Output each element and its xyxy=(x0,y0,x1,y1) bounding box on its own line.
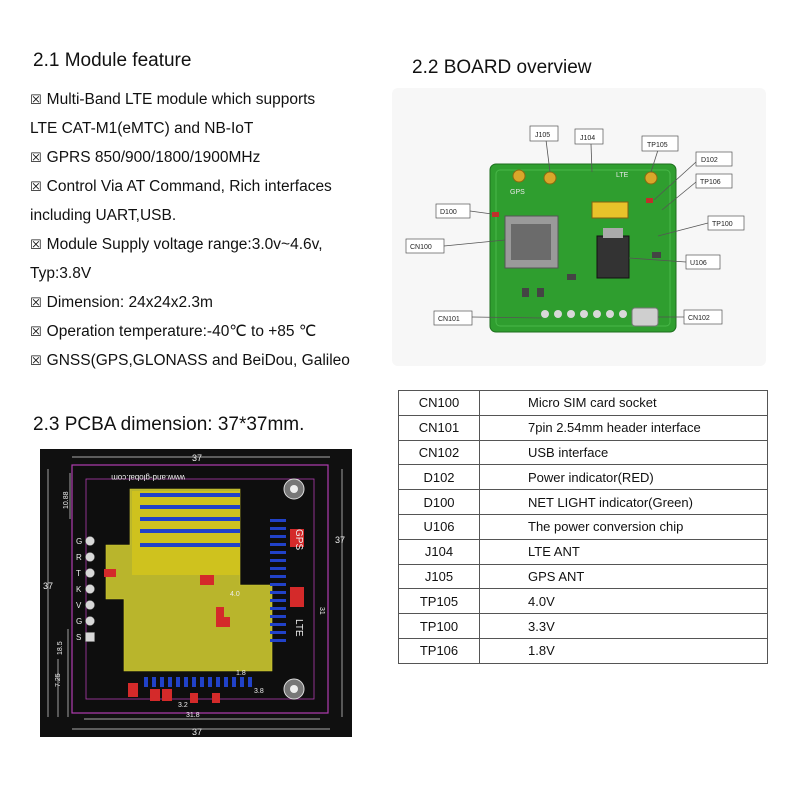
dim-bottom: 37 xyxy=(192,727,202,737)
dim-top: 37 xyxy=(192,453,202,463)
dim-7-25: 7.25 xyxy=(55,673,62,687)
dim-18-5: 18.5 xyxy=(57,641,64,655)
pcb-gps-label: GPS xyxy=(293,529,304,550)
checkbox-icon: ☒ xyxy=(30,296,42,311)
features-title: 2.1 Module feature xyxy=(33,50,192,71)
table-row: J105 GPS ANT xyxy=(398,563,768,590)
table-row: TP100 3.3V xyxy=(398,613,768,639)
gps-antenna-connector xyxy=(512,169,526,183)
callout-d102: D102 xyxy=(701,157,718,164)
dim-left: 37 xyxy=(43,581,53,591)
pin-label: S xyxy=(76,633,81,642)
dim-31: 31 xyxy=(318,607,325,615)
pcba-layout: G R T K V G S www.and-global.com GPS LTE… xyxy=(40,449,352,737)
board-overview-title: 2.2 BOARD overview xyxy=(412,57,592,78)
board-photo: GPS LTE xyxy=(405,125,745,333)
dim-4-0: 4.0 xyxy=(230,591,240,598)
pcba-drawing: G R T K V G S www.and-global.com GPS LTE… xyxy=(40,449,352,737)
capacitor xyxy=(591,201,629,219)
table-row: TP106 1.8V xyxy=(398,637,768,664)
pin-label: G xyxy=(76,617,82,626)
checkbox-icon: ☒ xyxy=(30,180,42,195)
dim-10-88: 10.88 xyxy=(63,491,70,509)
dim-3-2: 3.2 xyxy=(178,702,188,709)
callout-j104: J104 xyxy=(580,135,595,142)
gps-silk-label: GPS xyxy=(510,189,525,196)
pcb-url-text: www.and-global.com xyxy=(111,473,186,482)
callout-j105: J105 xyxy=(535,132,550,139)
pin-label: V xyxy=(76,601,82,610)
pcba-title: 2.3 PCBA dimension: 37*37mm. xyxy=(33,414,305,435)
feature-line: ☒GNSS(GPS,GLONASS and BeiDou, Galileo xyxy=(30,352,350,369)
feature-line: ☒Dimension: 24x24x2.3m xyxy=(30,294,213,311)
callout-cn102: CN102 xyxy=(688,315,710,322)
feature-line: ☒Control Via AT Command, Rich interfaces xyxy=(30,178,332,195)
feature-line: ☒Operation temperature:-40℃ to +85 ℃ xyxy=(30,323,317,340)
table-row: TP105 4.0V xyxy=(398,588,768,615)
lte-silk-label: LTE xyxy=(616,172,629,179)
table-row: J104 LTE ANT xyxy=(398,538,768,565)
callout-d100: D100 xyxy=(440,209,457,216)
dim-right: 37 xyxy=(335,535,345,545)
checkbox-icon: ☒ xyxy=(30,93,42,108)
lte-antenna-connector xyxy=(543,171,557,185)
pcb-lte-label: LTE xyxy=(293,619,304,637)
feature-line: Typ:3.8V xyxy=(30,265,92,282)
checkbox-icon: ☒ xyxy=(30,354,42,369)
feature-line: ☒GPRS 850/900/1800/1900MHz xyxy=(30,149,261,166)
callout-u106: U106 xyxy=(690,260,707,267)
feature-line: LTE CAT-M1(eMTC) and NB-IoT xyxy=(30,120,254,137)
pin-label: G xyxy=(76,537,82,546)
feature-line: ☒Module Supply voltage range:3.0v~4.6v, xyxy=(30,236,323,253)
usb-connector xyxy=(631,307,659,327)
feature-line: ☒Multi-Band LTE module which supports xyxy=(30,91,316,108)
callout-tp106: TP106 xyxy=(700,179,721,186)
dim-3-8: 3.8 xyxy=(254,688,264,695)
checkbox-icon: ☒ xyxy=(30,238,42,253)
callout-tp100: TP100 xyxy=(712,221,733,228)
pin-label: R xyxy=(76,553,82,562)
led xyxy=(492,212,499,217)
regulator-chip xyxy=(596,235,630,279)
feature-line: including UART,USB. xyxy=(30,207,177,224)
checkbox-icon: ☒ xyxy=(30,325,42,340)
pin-label: T xyxy=(76,569,81,578)
pin-header xyxy=(85,536,95,642)
header-pins xyxy=(541,310,627,318)
callout-cn100: CN100 xyxy=(410,244,432,251)
checkbox-icon: ☒ xyxy=(30,151,42,166)
callout-cn101: CN101 xyxy=(438,316,460,323)
led xyxy=(646,198,653,203)
callout-tp105: TP105 xyxy=(647,142,668,149)
dim-31-8: 31.8 xyxy=(186,712,200,719)
board-overview-panel: GPS LTE xyxy=(392,88,766,366)
pin-label: K xyxy=(76,585,82,594)
dim-1-8: 1.8 xyxy=(236,670,246,677)
